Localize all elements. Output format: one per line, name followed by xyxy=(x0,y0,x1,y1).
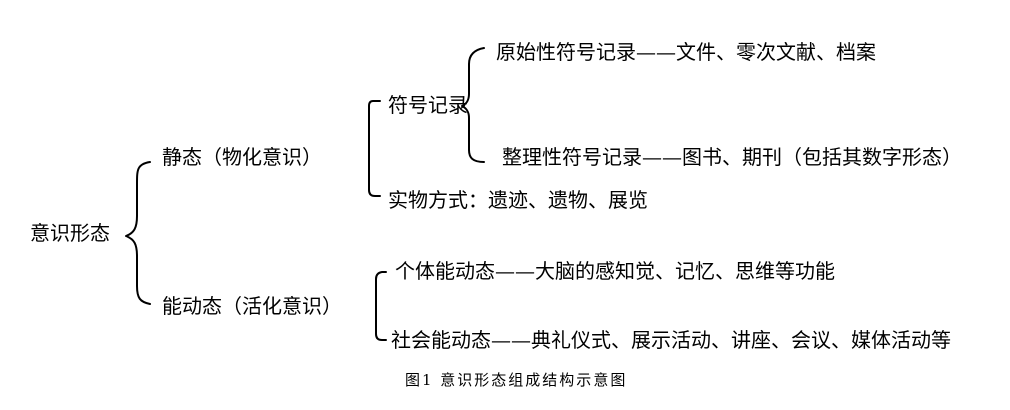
symbol-brace xyxy=(461,47,485,163)
symbol-record-node: 符号记录 xyxy=(388,93,468,117)
static-node: 静态（物化意识） xyxy=(162,145,322,169)
dynamic-node: 能动态（活化意识） xyxy=(162,294,342,318)
individual-dynamic-node: 个体能动态——大脑的感知觉、记忆、思维等功能 xyxy=(395,259,835,283)
social-dynamic-node: 社会能动态——典礼仪式、展示活动、讲座、会议、媒体活动等 xyxy=(391,328,951,352)
dynamic-bracket xyxy=(375,271,387,341)
arranged-record-node: 整理性符号记录——图书、期刊（包括其数字形态） xyxy=(502,145,962,169)
root-brace xyxy=(125,161,151,305)
static-bracket xyxy=(368,100,381,197)
physical-mode-node: 实物方式：遗迹、遗物、展览 xyxy=(388,188,648,212)
original-record-node: 原始性符号记录——文件、零次文献、档案 xyxy=(496,40,876,64)
figure-caption: 图1 意识形态组成结构示意图 xyxy=(405,371,628,389)
root-node: 意识形态 xyxy=(30,221,110,245)
